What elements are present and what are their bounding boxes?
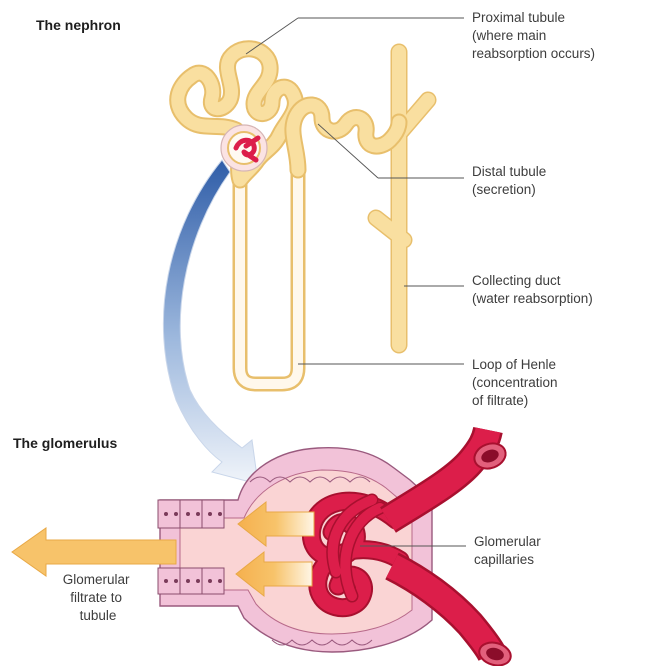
label-glomerular-filtrate: Glomerular filtrate to tubule [63,572,134,623]
label-proximal-tubule: Proximal tubule (where main reabsorption… [472,10,595,61]
loop-of-henle [240,170,298,384]
label-glomerular-capillaries: Glomerular capillaries [474,534,545,567]
label-collecting-duct: Collecting duct (water reabsorption) [472,273,593,306]
filtrate-arrow [12,528,176,576]
glomerulus-title: The glomerulus [13,435,117,451]
label-loop-of-henle: Loop of Henle (concentration of filtrate… [472,357,561,408]
nephron-tubule [178,49,428,384]
glomerulus-detail [12,430,513,666]
nephron-title: The nephron [36,17,121,33]
label-distal-tubule: Distal tubule (secretion) [472,164,550,197]
